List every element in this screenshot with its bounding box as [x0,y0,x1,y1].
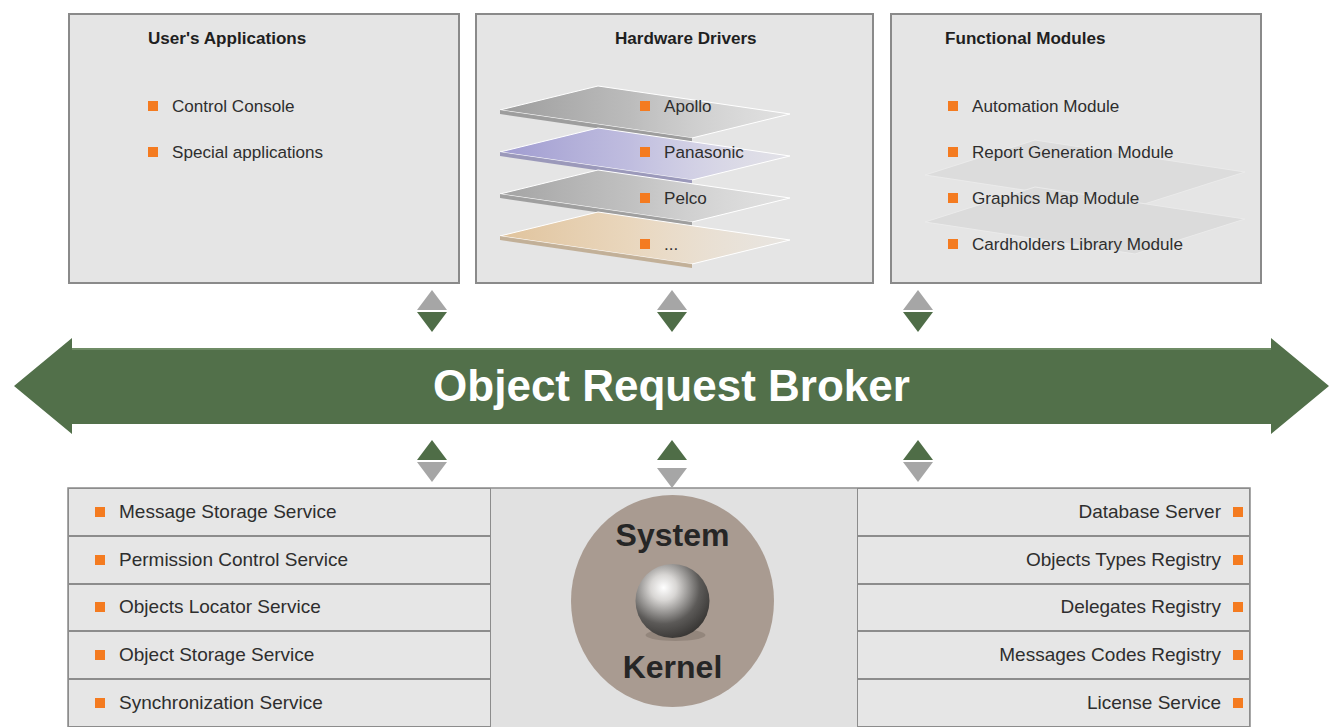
kernel-circle: SystemKernel [570,494,775,708]
box-fill [68,13,460,284]
service-row: Synchronization Service [68,679,491,727]
service-label: Objects Locator Service [95,596,321,618]
kernel-sphere [636,564,710,638]
bullet-item: ... [477,222,872,268]
band-arrow [14,338,1329,434]
arrow-head [903,440,933,460]
bullet-item: Graphics Map Module [892,176,1260,222]
box-heading: Functional Modules [892,25,1260,53]
double-arrow-connector [657,290,687,332]
arrow-head [903,290,933,310]
registry-row: Messages Codes Registry [857,631,1250,679]
arrow-head [657,468,687,488]
double-arrow-connector [417,440,447,482]
service-row: Object Storage Service [68,631,491,679]
arrow-head [903,462,933,482]
service-label: Database Server [1078,501,1243,523]
service-label: Message Storage Service [95,501,337,523]
kernel-label: Kernel [623,648,723,686]
module-box: Functional ModulesAutomation ModuleRepor… [890,13,1262,284]
arrow-head [417,290,447,310]
bullet-item: Cardholders Library Module [892,222,1260,268]
module-box: User's ApplicationsControl ConsoleSpecia… [68,13,460,284]
double-arrow-connector [417,290,447,332]
bullet-item: Special applications [70,130,458,176]
bullet-item: Pelco [477,176,872,222]
arrow-head [417,312,447,332]
registry-row: Database Server [857,488,1250,536]
band-highlight [72,348,1271,350]
service-label: Delegates Registry [1060,596,1243,618]
bullet-item: Automation Module [892,84,1260,130]
arrow-head [657,312,687,332]
arrow-head [417,462,447,482]
kernel-label: System [616,516,730,554]
bullet-item: Report Generation Module [892,130,1260,176]
bullet-item: Panasonic [477,130,872,176]
service-label: Permission Control Service [95,549,348,571]
arrow-head [417,440,447,460]
bullet-item: Control Console [70,84,458,130]
double-arrow-connector [903,440,933,482]
service-row: Message Storage Service [68,488,491,536]
arrow-head [657,290,687,310]
broker-band: Object Request Broker [14,338,1329,434]
band-label: Object Request Broker [433,361,910,411]
arrow-head [903,312,933,332]
service-label: Synchronization Service [95,692,323,714]
module-box: Hardware DriversApolloPanasonicPelco... [475,13,874,284]
service-row: Objects Locator Service [68,584,491,632]
box-fill [890,13,1262,284]
double-arrow-connector [657,440,687,488]
service-label: License Service [1087,692,1243,714]
box-heading: Hardware Drivers [477,25,872,53]
service-label: Objects Types Registry [1026,549,1243,571]
registry-row: Objects Types Registry [857,536,1250,584]
service-label: Messages Codes Registry [999,644,1243,666]
registry-row: License Service [857,679,1250,727]
service-label: Object Storage Service [95,644,314,666]
registry-row: Delegates Registry [857,584,1250,632]
kernel-panel [68,488,1250,727]
bullet-item: Apollo [477,84,872,130]
service-row: Permission Control Service [68,536,491,584]
double-arrow-connector [903,290,933,332]
box-fill [475,13,874,284]
box-heading: User's Applications [70,25,458,53]
arrow-head [657,440,687,460]
kernel-circle-fill [571,495,774,707]
